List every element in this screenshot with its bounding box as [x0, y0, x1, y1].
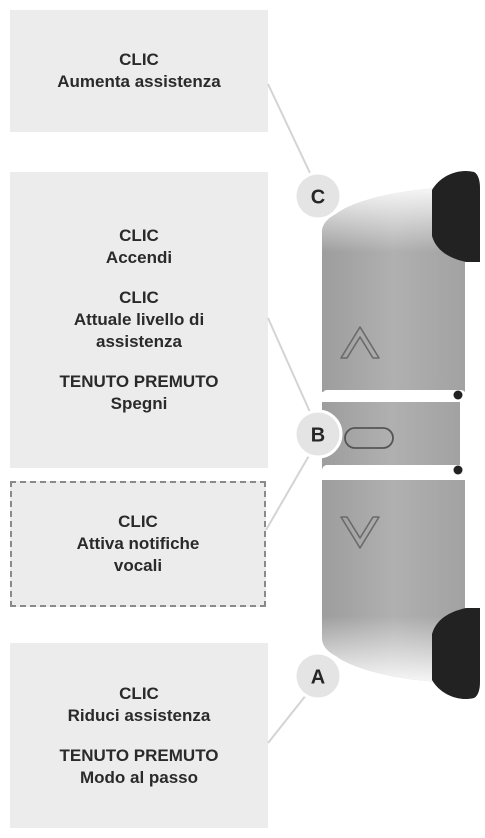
leader-line-c [267, 83, 319, 191]
badge-c: C [293, 171, 343, 221]
label-middle-button: CLIC Accendi CLIC Attuale livello di ass… [10, 172, 268, 468]
device-bottom-shine [322, 616, 448, 682]
badge-b-label: B [311, 425, 325, 447]
badge-c-label: C [311, 187, 325, 209]
label-middle-g2-line-3: assistenza [95, 332, 182, 351]
label-bottom-g2-line-1: TENUTO PREMUTO [59, 745, 219, 765]
label-middle-g2-line-2: Attuale livello di [73, 310, 205, 329]
label-top-line-2: Aumenta assistenza [57, 72, 221, 91]
label-middle-g1-line-1: CLIC [119, 226, 159, 245]
chevron-up-icon[interactable] [340, 326, 380, 359]
label-bottom-g2-line-2: Modo al passo [79, 767, 199, 787]
device-top-shine [322, 188, 448, 252]
badge-a-label: A [311, 667, 325, 689]
label-dashed-line-3: vocali [113, 556, 163, 575]
label-middle-g3-line-1: TENUTO PREMUTO [59, 372, 219, 391]
label-bottom-g1-line-2: Riduci assistenza [67, 705, 211, 725]
label-middle-group-3: TENUTO PREMUTO Spegni [60, 371, 219, 415]
label-dashed-line-2: Attiva notifiche [76, 534, 200, 553]
device-body-middle [322, 402, 460, 470]
label-bottom-g1-line-1: CLIC [119, 683, 159, 703]
label-voice-notifications: CLIC Attiva notifiche vocali [10, 481, 266, 607]
pill-icon[interactable] [344, 427, 394, 449]
label-middle-group-1: CLIC Accendi [106, 225, 172, 269]
label-bottom-group-2: TENUTO PREMUTO Modo al passo [60, 745, 219, 789]
device-cap-bottom [432, 608, 480, 700]
label-bottom-group-1: CLIC Riduci assistenza [68, 683, 211, 727]
device-slot-lower [322, 465, 466, 475]
label-middle-g1-line-2: Accendi [105, 248, 173, 267]
badge-b: B [293, 409, 343, 459]
device-slot-upper-end [453, 390, 463, 400]
label-bottom-button: CLIC Riduci assistenza TENUTO PREMUTO Mo… [10, 643, 268, 828]
label-dashed-line-1: CLIC [118, 512, 158, 531]
device-slot-lower-end [453, 465, 463, 475]
label-middle-group-2: CLIC Attuale livello di assistenza [74, 287, 204, 353]
label-top-button: CLIC Aumenta assistenza [10, 10, 268, 132]
chevron-down-icon[interactable] [340, 516, 380, 549]
device-cap-top [432, 170, 480, 262]
device-slot-upper [322, 390, 466, 400]
label-middle-g3-line-2: Spegni [110, 394, 168, 413]
badge-a: A [293, 651, 343, 701]
label-top-line-1: CLIC [119, 50, 159, 69]
label-middle-g2-line-1: CLIC [119, 288, 159, 307]
